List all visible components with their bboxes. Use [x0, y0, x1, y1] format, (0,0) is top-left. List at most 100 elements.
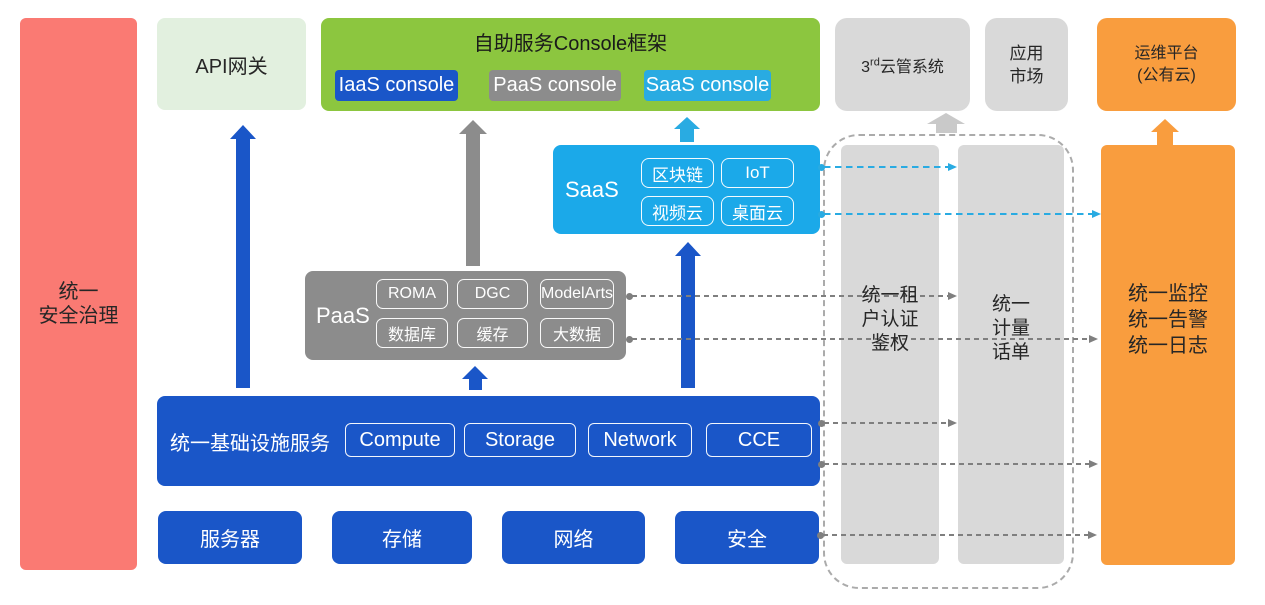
ops-platform-label: 运维平台 (公有云)	[1134, 44, 1199, 84]
connector-arrowhead-icon	[948, 419, 957, 427]
saas-console-label: SaaS console	[645, 74, 770, 96]
third-party-prefix: 3	[861, 58, 871, 76]
monitoring-pillar[interactable]: 统一监控 统一告警 统一日志	[1101, 145, 1235, 565]
infra-chip-cce[interactable]: CCE	[706, 423, 812, 457]
auth-pillar-label: 统一租 户认证 鉴权	[861, 284, 919, 354]
foundation-box-network[interactable]: 网络	[502, 511, 645, 564]
foundation-label-server: 服务器	[200, 529, 260, 551]
saas-label: SaaS	[565, 176, 619, 202]
infra-chip-storage[interactable]: Storage	[464, 423, 576, 457]
arrow-shaft	[468, 379, 482, 390]
saas-chip-desktopcloud[interactable]: 桌面云	[721, 196, 794, 226]
connector-arrowhead-icon	[1092, 210, 1101, 218]
connector-infra-to-monitor	[818, 460, 1098, 469]
arrow-monitor-to-ops-platform	[1151, 119, 1180, 145]
security-governance-bar[interactable]: 统一 安全治理	[20, 18, 137, 570]
saas-chip-videocloud[interactable]: 视频云	[641, 196, 714, 226]
connector-arrowhead-icon	[1089, 460, 1098, 468]
paas-chip-cache[interactable]: 缓存	[457, 318, 528, 348]
connector-saas-to-billing	[818, 163, 957, 172]
connector-line	[632, 338, 1089, 340]
paas-chip-roma[interactable]: ROMA	[376, 279, 448, 309]
arrowhead-icon	[458, 120, 487, 134]
arrow-infra-to-paas	[462, 366, 488, 390]
paas-chip-bigdata[interactable]: 大数据	[540, 318, 614, 348]
connector-saas-to-monitor	[818, 210, 1101, 219]
arrowhead-icon	[230, 125, 256, 139]
foundation-box-storage[interactable]: 存储	[332, 511, 472, 564]
infrastructure-label: 统一基础设施服务	[170, 432, 330, 455]
connector-security-to-monitor	[817, 531, 1097, 540]
billing-pillar[interactable]: 统一 计量 话单	[958, 145, 1064, 564]
connector-dot	[818, 419, 825, 427]
infra-chip-network[interactable]: Network	[588, 423, 692, 457]
auth-pillar[interactable]: 统一租 户认证 鉴权	[841, 145, 939, 564]
foundation-label-security: 安全	[727, 529, 767, 551]
foundation-box-server[interactable]: 服务器	[158, 511, 302, 564]
foundation-box-security[interactable]: 安全	[675, 511, 819, 564]
paas-chip-dgc[interactable]: DGC	[457, 279, 528, 309]
paas-chip-database[interactable]: 数据库	[376, 318, 448, 348]
arrow-paas-to-console	[458, 120, 487, 266]
shared-services-dashed-region	[823, 134, 1074, 589]
iaas-console-label: IaaS console	[338, 74, 455, 96]
saas-chip-blockchain[interactable]: 区块链	[641, 158, 714, 188]
app-market-box[interactable]: 应用 市场	[985, 18, 1068, 111]
connector-dot	[626, 292, 633, 300]
connector-dot	[818, 460, 825, 468]
arrow-shaft	[465, 134, 480, 266]
console-frame: 自助服务Console框架 IaaS console PaaS console …	[321, 18, 820, 111]
paas-box[interactable]: PaaS ROMA DGC ModelArts 数据库 缓存 大数据	[305, 271, 626, 360]
arrow-shaft	[935, 124, 957, 133]
connector-dot	[818, 210, 825, 218]
api-gateway-box[interactable]: API网关	[157, 18, 306, 110]
arrow-infra-to-saas	[675, 242, 702, 388]
connector-arrowhead-icon	[948, 292, 957, 300]
app-market-label: 应用 市场	[1009, 43, 1044, 86]
iaas-console-button[interactable]: IaaS console	[335, 70, 458, 101]
paas-chip-modelarts[interactable]: ModelArts	[540, 279, 614, 309]
api-gateway-label: API网关	[195, 55, 268, 78]
connector-dot	[626, 335, 633, 343]
paas-console-label: PaaS console	[493, 74, 617, 96]
saas-console-button[interactable]: SaaS console	[644, 70, 771, 101]
connector-line	[824, 422, 948, 424]
third-party-cloud-box[interactable]: 3rd云管系统	[835, 18, 970, 111]
foundation-label-network: 网络	[553, 529, 594, 551]
connector-dot	[817, 531, 824, 539]
connector-dot	[818, 163, 825, 171]
security-governance-label: 统一 安全治理	[38, 281, 119, 327]
arrow-shaft	[236, 139, 250, 388]
billing-pillar-label: 统一 计量 话单	[991, 293, 1030, 363]
third-party-cloud-label: 3rd云管系统	[861, 53, 944, 77]
monitoring-pillar-label: 统一监控 统一告警 统一日志	[1128, 283, 1208, 357]
infrastructure-box[interactable]: 统一基础设施服务 Compute Storage Network CCE	[157, 396, 820, 486]
connector-line	[824, 213, 1092, 215]
connector-arrowhead-icon	[948, 163, 957, 171]
arrowhead-icon	[927, 113, 965, 124]
arrow-region-to-third-cloud	[927, 113, 966, 133]
connector-infra-to-billing	[818, 419, 957, 428]
arrow-shaft	[1157, 132, 1173, 145]
infra-chip-compute[interactable]: Compute	[345, 423, 455, 457]
arrowhead-icon	[673, 117, 700, 129]
third-party-sup: rd	[870, 56, 880, 69]
connector-paas-to-billing	[626, 292, 957, 301]
connector-line	[823, 534, 1088, 536]
foundation-label-storage: 存储	[382, 529, 422, 551]
arrowhead-icon	[462, 366, 488, 379]
saas-chip-iot[interactable]: IoT	[721, 158, 794, 188]
saas-box[interactable]: SaaS 区块链 IoT 视频云 桌面云	[553, 145, 820, 234]
paas-console-button[interactable]: PaaS console	[489, 70, 621, 101]
third-party-suffix: 云管系统	[879, 58, 944, 76]
arrowhead-icon	[1151, 119, 1179, 132]
connector-paas-to-monitor	[626, 335, 1098, 344]
arrow-infra-to-api-gateway	[230, 125, 257, 388]
ops-platform-box[interactable]: 运维平台 (公有云)	[1097, 18, 1236, 111]
arrowhead-icon	[675, 242, 701, 256]
connector-line	[824, 166, 948, 168]
console-frame-title: 自助服务Console框架	[473, 33, 668, 55]
arrow-shaft	[681, 256, 695, 388]
arrow-saas-to-console	[673, 117, 700, 142]
